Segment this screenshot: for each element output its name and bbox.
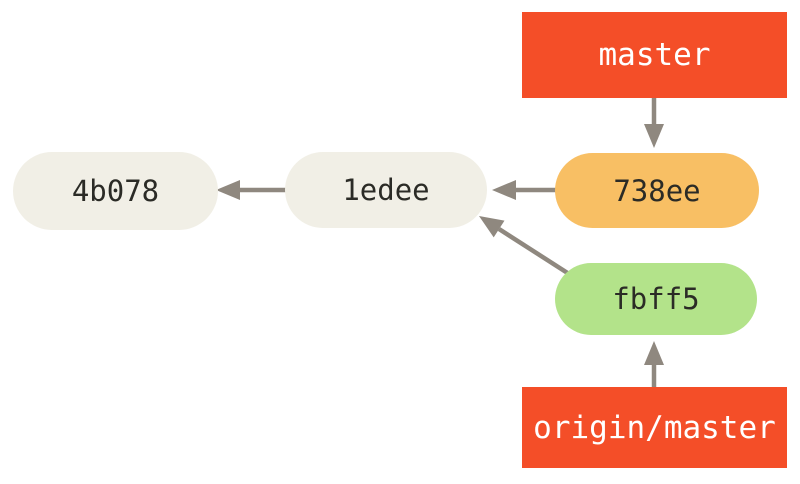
commit-hash-label: 738ee bbox=[613, 173, 701, 208]
edge-arrow-fbff5-to-1edee bbox=[479, 216, 582, 283]
edge-arrow-738ee-to-1edee bbox=[492, 180, 560, 200]
edge-arrow-master-to-738ee bbox=[644, 95, 664, 148]
branch-label-master: master bbox=[522, 12, 787, 98]
commit-hash-label: 1edee bbox=[342, 173, 430, 207]
commit-hash-label: fbff5 bbox=[612, 282, 700, 316]
branch-label-origin-master: origin/master bbox=[522, 387, 787, 468]
commit-node-fbff5: fbff5 bbox=[555, 263, 757, 335]
edge-arrow-origin-master-to-fbff5 bbox=[644, 341, 664, 390]
branch-name-label: master bbox=[598, 37, 711, 73]
commit-node-738ee: 738ee bbox=[555, 153, 759, 228]
commit-hash-label: 4b078 bbox=[71, 174, 160, 208]
branch-name-label: origin/master bbox=[533, 409, 776, 446]
commit-node-4b078: 4b078 bbox=[13, 152, 218, 230]
edge-arrow-1edee-to-4b078 bbox=[216, 180, 290, 200]
commit-node-1edee: 1edee bbox=[285, 152, 487, 228]
